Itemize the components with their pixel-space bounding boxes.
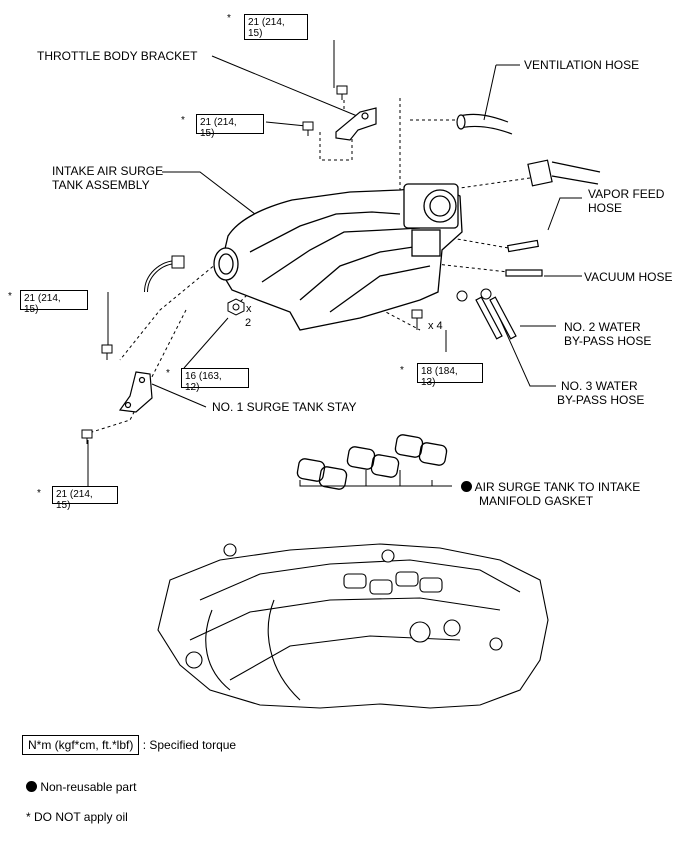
legend-torque-box: N*m (kgf*cm, ft.*lbf) bbox=[22, 735, 140, 755]
torque-value: 21 (214, bbox=[56, 489, 93, 500]
torque-spec-box: 16 (163, 12) bbox=[181, 368, 249, 393]
gasket-label-line1: AIR SURGE TANK TO INTAKE bbox=[461, 480, 640, 494]
torque-spec-box: 21 (214, 15) bbox=[196, 114, 264, 139]
no-oil-star: * bbox=[400, 365, 404, 376]
legend-torque-desc: : Specified torque bbox=[142, 738, 237, 752]
no-oil-star: * bbox=[227, 13, 231, 24]
air-surge-tank-gasket bbox=[296, 434, 448, 490]
torque-spec-box: 21 (214, 15) bbox=[20, 290, 88, 315]
torque-value: 21 (214, bbox=[248, 17, 285, 28]
no2-water-bypass-label-line2: BY-PASS HOSE bbox=[564, 334, 652, 348]
qty-x4: x 4 bbox=[428, 320, 443, 332]
no2-water-bypass-label-line1: NO. 2 WATER bbox=[564, 320, 641, 334]
intake-air-surge-tank bbox=[213, 183, 463, 331]
vacuum-hose-label: VACUUM HOSE bbox=[584, 270, 673, 284]
gasket-label-text: AIR SURGE TANK TO INTAKE bbox=[474, 480, 641, 494]
legend-torque: N*m (kgf*cm, ft.*lbf) : Specified torque bbox=[22, 735, 236, 755]
legend-no-oil: * DO NOT apply oil bbox=[26, 810, 128, 824]
torque-value-ftlbf: 12) bbox=[185, 382, 200, 393]
no-oil-star: * bbox=[166, 368, 170, 379]
gasket-label-line2: MANIFOLD GASKET bbox=[479, 494, 594, 508]
qty-x2-a: x bbox=[246, 303, 252, 315]
torque-value-ftlbf: 15) bbox=[24, 304, 39, 315]
torque-value-ftlbf: 15) bbox=[200, 128, 215, 139]
no3-water-bypass-label-line2: BY-PASS HOSE bbox=[557, 393, 645, 407]
torque-value: 16 (163, bbox=[185, 371, 222, 382]
no-oil-star: * bbox=[8, 291, 12, 302]
vapor-feed-connector bbox=[527, 159, 601, 187]
vapor-feed-hose-label-line2: HOSE bbox=[588, 201, 623, 215]
non-reusable-icon bbox=[26, 781, 37, 792]
no1-surge-tank-stay-label: NO. 1 SURGE TANK STAY bbox=[212, 400, 357, 414]
torque-value-ftlbf: 13) bbox=[421, 377, 436, 388]
intake-air-surge-label-line1: INTAKE AIR SURGE bbox=[52, 164, 164, 178]
legend-nonreusable: Non-reusable part bbox=[26, 780, 136, 794]
no3-water-bypass-label-line1: NO. 3 WATER bbox=[561, 379, 638, 393]
no-oil-star: * bbox=[37, 488, 41, 499]
engine-block bbox=[157, 543, 549, 709]
ventilation-hose bbox=[456, 113, 513, 135]
no-oil-star: * bbox=[181, 115, 185, 126]
ventilation-hose-label: VENTILATION HOSE bbox=[524, 58, 640, 72]
torque-spec-box: 21 (214, 15) bbox=[244, 14, 308, 40]
throttle-body-bracket bbox=[335, 107, 377, 141]
torque-value-ftlbf: 15) bbox=[56, 500, 71, 511]
throttle-body-bracket-label: THROTTLE BODY BRACKET bbox=[37, 49, 198, 63]
torque-value: 21 (214, bbox=[24, 293, 61, 304]
intake-air-surge-label-line2: TANK ASSEMBLY bbox=[52, 178, 150, 192]
non-reusable-icon bbox=[461, 481, 472, 492]
torque-spec-box: 18 (184, 13) bbox=[417, 363, 483, 388]
torque-value: 18 (184, bbox=[421, 366, 458, 377]
torque-value: 21 (214, bbox=[200, 117, 237, 128]
torque-value-ftlbf: 15) bbox=[248, 28, 263, 39]
legend-nonreusable-text: Non-reusable part bbox=[40, 780, 137, 794]
qty-x2-b: 2 bbox=[245, 317, 252, 329]
no1-surge-tank-stay bbox=[118, 371, 153, 413]
vapor-feed-hose-label-line1: VAPOR FEED bbox=[588, 187, 665, 201]
torque-spec-box: 21 (214, 15) bbox=[52, 486, 118, 511]
